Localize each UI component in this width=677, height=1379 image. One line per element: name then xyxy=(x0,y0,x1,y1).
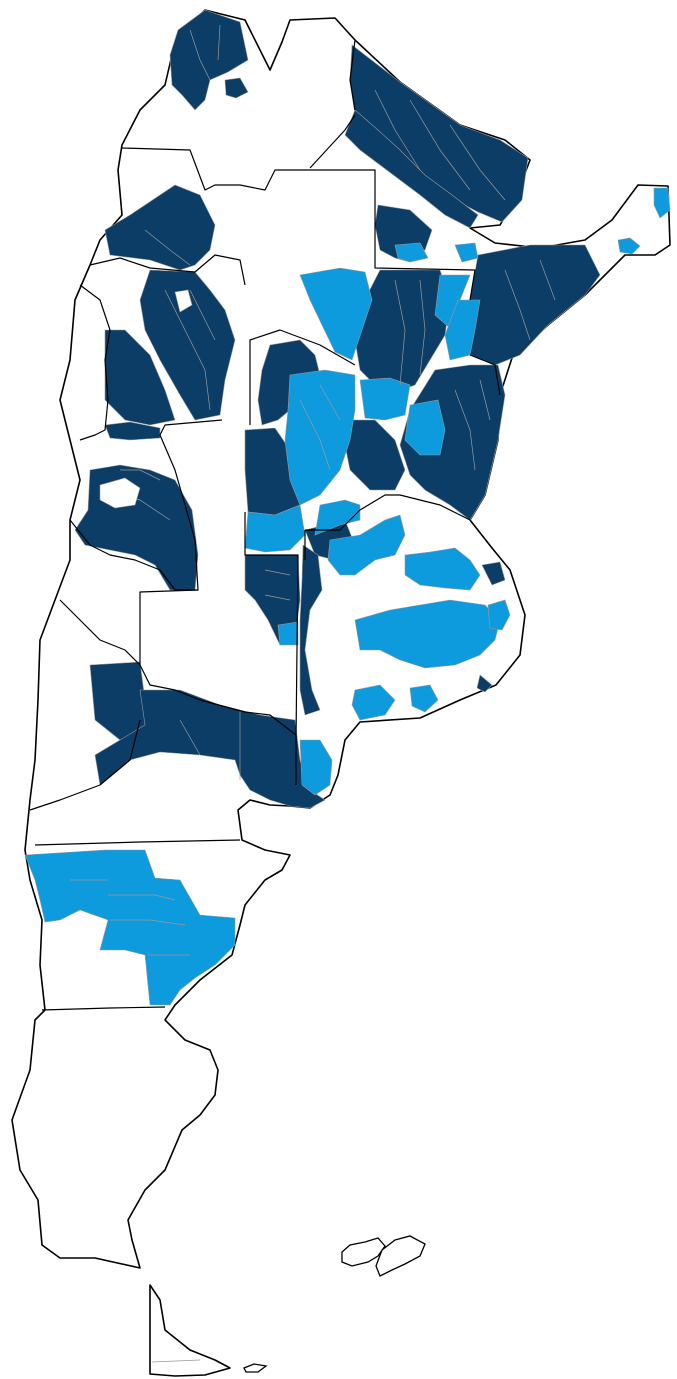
region-buenos-aires-north xyxy=(327,514,406,576)
region-salta-central xyxy=(344,109,479,229)
region-jujuy-north xyxy=(169,9,249,111)
region-buenos-aires-south xyxy=(351,684,396,721)
falklands-island-east xyxy=(375,1235,426,1277)
region-entre-rios-north xyxy=(404,399,446,456)
region-la-pampa-rio-negro xyxy=(94,689,326,809)
region-catamarca-tucuman xyxy=(139,269,236,421)
region-buenos-aires-west-strip xyxy=(299,544,323,716)
region-santiago-north xyxy=(299,267,373,361)
region-buenos-aires-south-2 xyxy=(409,684,439,713)
tierra-del-fuego-outline xyxy=(149,1284,231,1377)
region-catamarca-west xyxy=(104,329,176,426)
region-chubut-rio-negro xyxy=(24,849,236,1006)
region-buenos-aires-coast xyxy=(487,599,511,631)
region-santiago-del-estero-se xyxy=(344,419,406,491)
staten-island xyxy=(243,1363,268,1373)
region-buenos-aires-northeast xyxy=(481,561,506,586)
region-cordoba-south xyxy=(244,504,306,553)
region-santa-fe-south-light xyxy=(314,499,361,536)
mainland-outline xyxy=(11,9,671,1269)
region-cordoba-north xyxy=(284,369,356,506)
tierra-del-fuego-internal-line xyxy=(151,1359,201,1363)
region-chaco-small xyxy=(394,242,429,263)
region-san-luis-small xyxy=(277,621,299,646)
region-la-rioja-south xyxy=(104,421,161,441)
region-santa-fe-center xyxy=(359,377,411,421)
region-san-juan-blank-patch xyxy=(99,477,141,509)
department-boundaries xyxy=(70,24,556,956)
region-buenos-aires-southeast xyxy=(476,674,493,693)
region-buenos-aires-center xyxy=(354,599,501,669)
region-misiones-north xyxy=(653,187,671,219)
region-salta-west xyxy=(104,184,216,271)
region-buenos-aires-southwest xyxy=(299,739,333,796)
region-formosa-south xyxy=(454,242,479,263)
province-boundaries xyxy=(29,39,501,1011)
region-jujuy-east xyxy=(224,77,249,99)
light-category-regions xyxy=(24,187,671,1006)
region-misiones-central xyxy=(617,237,641,255)
region-catamarca-blank-patch xyxy=(174,289,193,313)
region-buenos-aires-northeast-light xyxy=(404,547,481,591)
